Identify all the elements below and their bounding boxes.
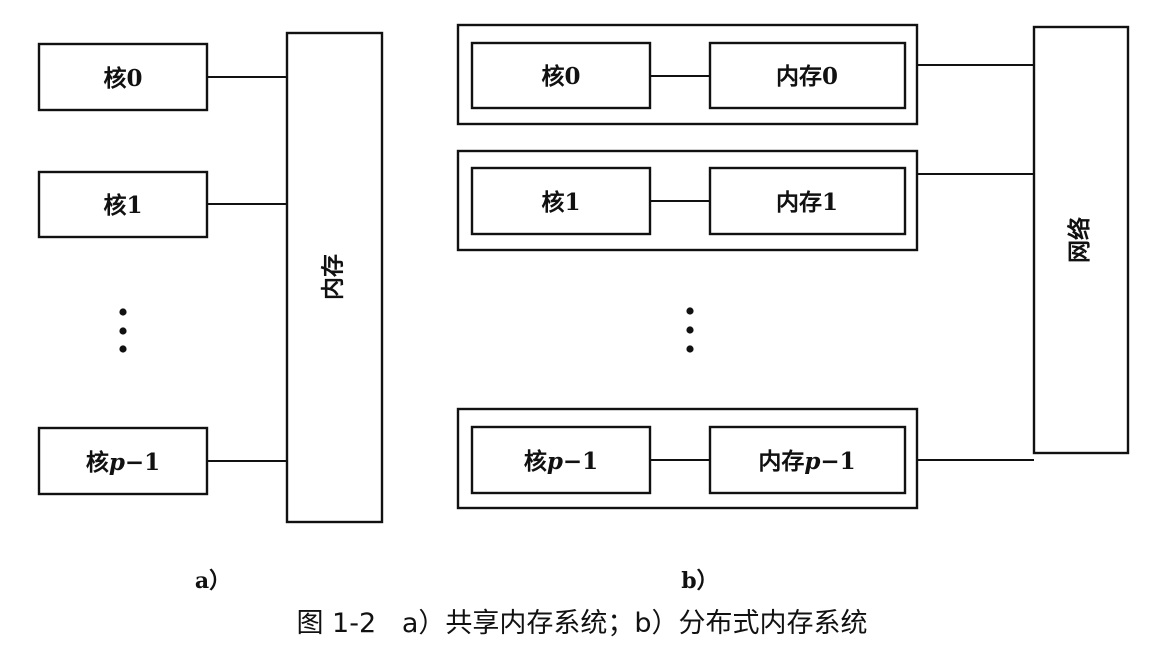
core-0-box xyxy=(37,42,209,112)
core-1-node: 核1 xyxy=(37,170,287,239)
node-p-1-core-suffix: −1 xyxy=(563,448,598,475)
network-label: 网络 xyxy=(1066,217,1093,263)
node-p-1-core-label: 核p−1 xyxy=(524,448,598,475)
node-p-1-memory-label: 内存p−1 xyxy=(758,448,855,475)
node-p-1: 核p−1 内存p−1 xyxy=(456,407,1034,510)
shared-memory-block xyxy=(285,31,384,524)
core-p-1-prefix: 核 xyxy=(86,449,109,476)
core-0-label: 核0 xyxy=(103,65,142,92)
node-0-memory-label: 内存0 xyxy=(776,63,838,90)
ellipsis-dot xyxy=(119,327,127,335)
panel-b-label: b） xyxy=(681,568,718,594)
ellipsis-dot xyxy=(119,345,127,353)
ellipsis-dot xyxy=(686,326,694,334)
ellipsis-dot xyxy=(686,307,694,315)
node-p-1-core-prefix: 核 xyxy=(524,448,547,475)
core-1-label: 核1 xyxy=(103,192,142,219)
core-p-1-suffix: −1 xyxy=(125,449,160,476)
node-p-1-core-var: p xyxy=(547,448,563,475)
panel-a: 内存 核0 核1 核p−1 a） xyxy=(37,31,384,594)
node-1: 核1 内存1 xyxy=(456,149,1034,252)
figure-caption: 图 1-2 a）共享内存系统；b）分布式内存系统 xyxy=(296,608,867,639)
core-p-1-label: 核p−1 xyxy=(86,449,160,476)
core-0-node: 核0 xyxy=(37,42,287,112)
node-1-memory-box xyxy=(708,166,907,236)
core-p-1-box xyxy=(37,426,209,496)
node-1-memory-label: 内存1 xyxy=(776,189,838,216)
node-0-core-label: 核0 xyxy=(541,63,580,90)
node-0: 核0 内存0 xyxy=(456,23,1034,126)
node-1-core-label: 核1 xyxy=(541,189,580,216)
ellipsis-a xyxy=(119,308,127,353)
panel-a-label: a） xyxy=(195,568,231,594)
network-block xyxy=(1032,25,1130,455)
node-p-1-memory-box xyxy=(708,425,907,495)
core-p-1-var: p xyxy=(109,449,125,476)
ellipsis-dot xyxy=(686,345,694,353)
ellipsis-dot xyxy=(119,308,127,316)
shared-memory-label: 内存 xyxy=(320,254,347,300)
core-1-box xyxy=(37,170,209,239)
node-p-1-memory-suffix: −1 xyxy=(820,448,855,475)
node-p-1-core-box xyxy=(470,425,652,495)
panel-b: 网络 核0 内存0 核1 内存1 xyxy=(456,23,1130,594)
core-p-1-node: 核p−1 xyxy=(37,426,287,496)
node-p-1-memory-var: p xyxy=(804,448,820,475)
node-p-1-memory-prefix: 内存 xyxy=(758,448,804,475)
node-0-memory-box xyxy=(708,41,907,110)
ellipsis-b xyxy=(686,307,694,353)
